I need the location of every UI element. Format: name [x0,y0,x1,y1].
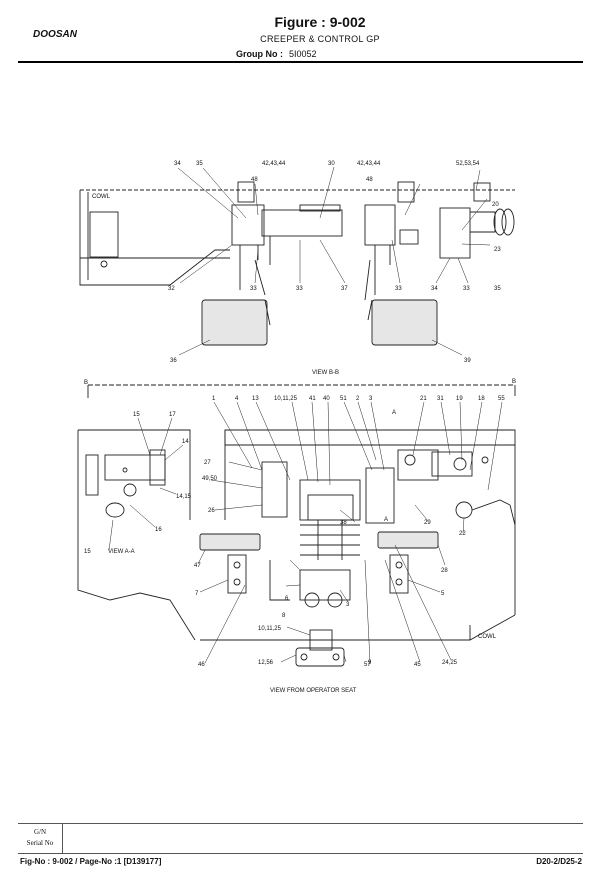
callout-label: 37 [341,286,348,292]
doosan-logo-text: DOOSAN [33,29,78,40]
doosan-logo: DOOSAN [33,29,78,40]
figure-title: Figure : 9-002 [274,14,366,30]
cowl-label-bottom: COWL [478,634,497,640]
model-number: D20-2/D25-2 [536,857,582,866]
callout-label: 42,43,44 [262,161,286,167]
callouts-bottom: 1 4 13 10,11,25 41 40 51 2 3 21 31 19 18… [84,396,505,668]
group-label: Group No : [236,49,283,59]
callout-label: 18 [478,396,485,402]
callout-label: 10,11,25 [258,626,282,632]
callout-label: 17 [169,412,176,418]
callout-label: 13 [252,396,259,402]
callout-label: 14 [182,439,189,445]
serial-label: Serial No [26,839,54,847]
cowl-label-top: COWL [92,194,111,200]
callout-label: 41 [309,396,316,402]
fig-page-number: Fig-No : 9-002 / Page-No :1 [D139177] [20,857,162,866]
view-aa-label: VIEW A-A [108,549,135,555]
callout-label: 5 [441,591,445,597]
callout-label: 57 [364,662,371,668]
callout-label: 49,50 [202,476,218,482]
operator-view-drawing [77,384,516,667]
callout-label: 48 [251,177,258,183]
view-operator-label: VIEW FROM OPERATOR SEAT [270,688,357,694]
callout-label: 38 [340,520,347,526]
callout-label: 10,11,25 [274,396,298,402]
group-value: 5I0052 [289,49,317,59]
view-bb-label: VIEW B-B [312,370,339,376]
callout-label: 24,25 [442,660,458,666]
callout-label: 28 [441,568,448,574]
callout-label: 35 [196,161,203,167]
group-number: Group No : 5I0052 [236,49,317,59]
callout-label: 46 [198,662,205,668]
callout-label: 33 [463,286,470,292]
callout-label: 22 [459,531,466,537]
callout-label: 3 [346,602,350,608]
callout-label: 42,43,44 [357,161,381,167]
callout-label: 33 [296,286,303,292]
callout-label: 34 [431,286,438,292]
section-a-bottom: A [384,517,388,523]
callout-label: 6 [285,596,289,602]
view-bb-drawing [79,181,515,346]
callout-label: 19 [456,396,463,402]
callout-label: 34 [174,161,181,167]
callout-label: 7 [195,591,199,597]
callout-label: 48 [366,177,373,183]
callout-label: 15 [133,412,140,418]
callout-label: 8 [282,613,286,619]
callout-label: 23 [494,247,501,253]
header-rule [18,61,583,63]
callout-label: 26 [208,508,215,514]
callout-label: 4 [235,396,239,402]
figure-subtitle: CREEPER & CONTROL GP [260,34,380,44]
section-b-right: B [512,379,516,385]
callout-label: 20 [492,202,499,208]
callout-label: 2 [356,396,360,402]
section-a-top: A [392,410,396,416]
callout-label: 52,53,54 [456,161,480,167]
callout-label: 12,56 [258,660,274,666]
section-b-left: B [84,380,88,386]
callout-label: 21 [420,396,427,402]
gn-label: G/N [33,828,47,836]
callout-label: 32 [168,286,175,292]
callout-label: 40 [323,396,330,402]
callout-label: 1 [212,396,216,402]
callout-label: 27 [204,460,211,466]
callout-label: 45 [414,662,421,668]
callout-label: 3 [369,396,373,402]
callout-label: 9 [368,660,372,666]
callout-label: 35 [494,286,501,292]
callout-label: 51 [340,396,347,402]
callout-label: 55 [498,396,505,402]
callout-label: 31 [437,396,444,402]
callout-label: 29 [424,520,431,526]
callout-label: 30 [328,161,335,167]
leader-lines [108,166,503,664]
callout-label: 33 [250,286,257,292]
callout-label: 39 [464,358,471,364]
callout-label: 16 [155,527,162,533]
callout-label: 14,15 [176,494,192,500]
footer-box: G/N Serial No [18,823,583,854]
callout-label: 36 [170,358,177,364]
creeper-control-diagram: B B A A COWL COWL VIEW B-B VIEW A-A VIEW… [77,161,516,694]
callout-label: 47 [194,563,201,569]
serial-box: G/N Serial No [18,824,63,854]
footer-rule [18,853,583,854]
callouts-top: 34 35 42,43,44 48 30 42,43,44 48 52,53,5… [168,161,501,364]
callout-label: 15 [84,549,91,555]
callout-label: 33 [395,286,402,292]
